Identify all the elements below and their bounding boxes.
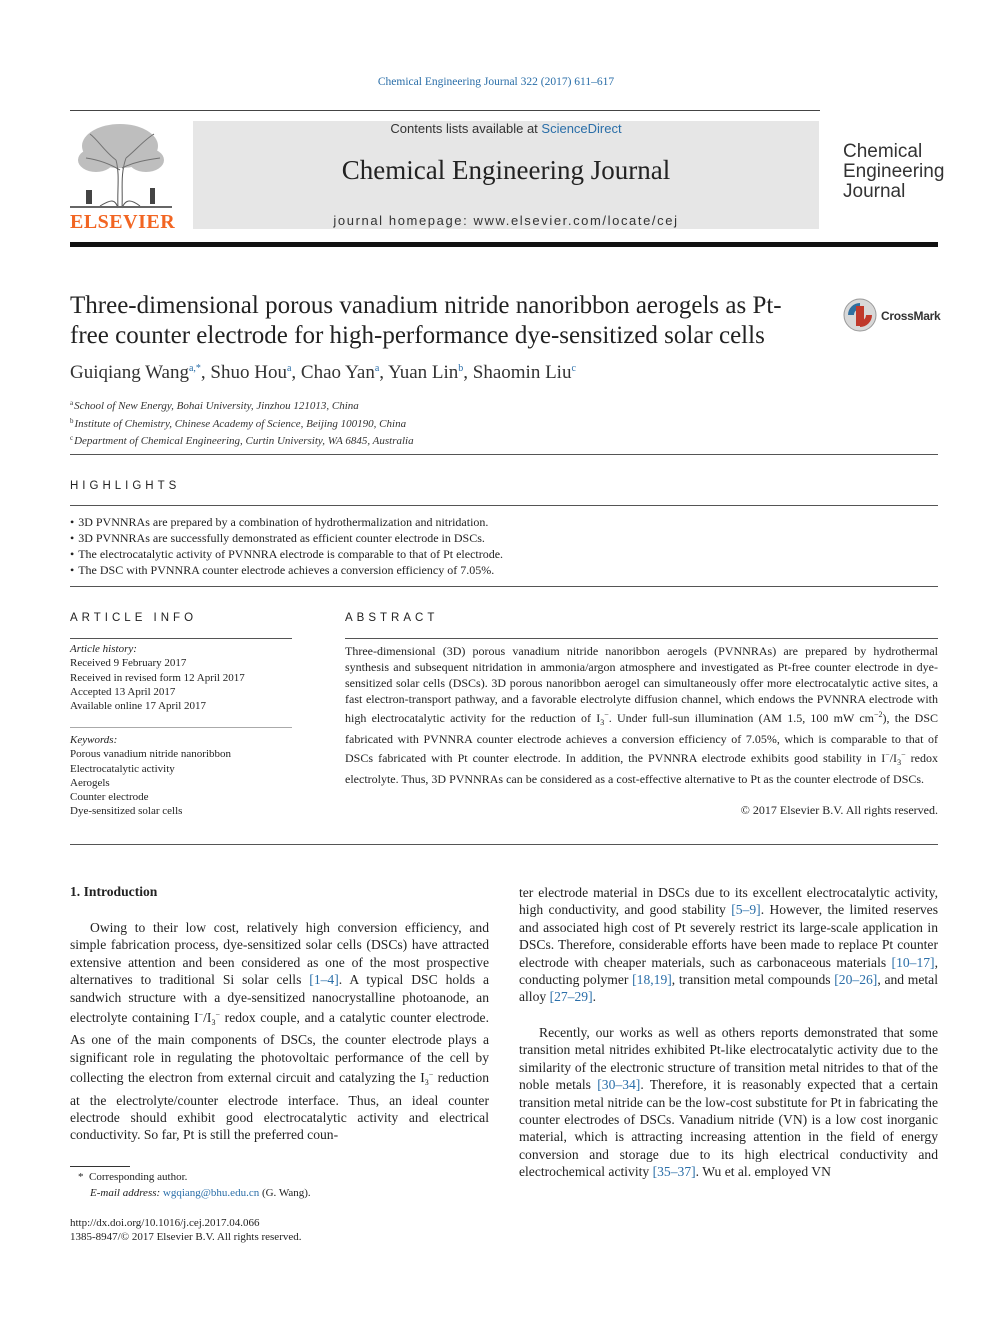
affiliations: aSchool of New Energy, Bohai University,…: [70, 399, 414, 447]
citation-link[interactable]: [35–37]: [652, 1164, 696, 1180]
crossmark-icon[interactable]: [843, 298, 879, 334]
article-history: Article history: Received 9 February 201…: [70, 643, 245, 713]
citation-link[interactable]: [1–4]: [309, 972, 339, 988]
sciencedirect-link[interactable]: ScienceDirect: [541, 121, 622, 136]
author-name[interactable]: Yuan Lin: [388, 362, 459, 383]
author-name[interactable]: Guiqiang Wang: [70, 362, 189, 383]
section-heading: 1. Introduction: [70, 884, 158, 899]
journal-banner: [193, 121, 819, 229]
divider: [70, 586, 938, 587]
divider: [345, 638, 938, 639]
footnote-corresponding: * Corresponding author.: [78, 1171, 188, 1183]
author-name[interactable]: Chao Yan: [300, 362, 375, 383]
divider: [70, 727, 292, 728]
list-item: 3D PVNNRAs are successfully demonstrated…: [70, 530, 503, 546]
footnote-rule: [70, 1166, 130, 1167]
intro-left-column: Owing to their low cost, relatively high…: [70, 920, 489, 1143]
author-name[interactable]: Shuo Hou: [210, 362, 287, 383]
email-link[interactable]: wgqiang@bhu.edu.cn: [162, 1187, 260, 1199]
contents-line: Contents lists available at ScienceDirec…: [390, 121, 622, 136]
journal-homepage[interactable]: journal homepage: www.elsevier.com/locat…: [333, 213, 679, 228]
list-item: The DSC with PVNNRA counter electrode ac…: [70, 562, 503, 578]
intro-right-column: ter electrode material in DSCs due to it…: [519, 885, 938, 1005]
doi-link[interactable]: http://dx.doi.org/10.1016/j.cej.2017.04.…: [70, 1217, 260, 1229]
crossmark-label[interactable]: CrossMark: [881, 309, 941, 323]
elsevier-tree-logo: [70, 120, 172, 210]
list-item: The electrocatalytic activity of PVNNRA …: [70, 546, 503, 562]
journal-title: Chemical Engineering Journal: [341, 155, 671, 185]
divider: [70, 638, 292, 639]
divider: [70, 454, 938, 455]
abstract-heading: ABSTRACT: [345, 612, 439, 624]
copyright: © 2017 Elsevier B.V. All rights reserved…: [740, 803, 938, 817]
abstract-text: Three-dimensional (3D) porous vanadium n…: [345, 644, 938, 786]
issn-line: 1385-8947/© 2017 Elsevier B.V. All right…: [70, 1231, 302, 1243]
highlights-heading: HIGHLIGHTS: [70, 480, 181, 492]
divider: [70, 844, 938, 845]
journal-cover-title: Chemical Engineering Journal: [843, 141, 945, 202]
article-title: Three-dimensional porous vanadium nitrid…: [70, 292, 782, 349]
header-rule: [70, 110, 820, 111]
elsevier-wordmark: ELSEVIER: [70, 211, 176, 233]
keywords: Keywords: Porous vanadium nitride nanori…: [70, 734, 232, 818]
list-item: 3D PVNNRAs are prepared by a combination…: [70, 514, 503, 530]
article-info-heading: ARTICLE INFO: [70, 612, 198, 624]
divider: [70, 505, 938, 506]
intro-right-paragraph-2: Recently, our works as well as others re…: [519, 1025, 938, 1180]
journal-citation[interactable]: Chemical Engineering Journal 322 (2017) …: [377, 76, 615, 88]
citation-link[interactable]: [30–34]: [597, 1077, 641, 1093]
citation-link[interactable]: [5–9]: [731, 902, 761, 918]
citation-link[interactable]: [10–17]: [891, 954, 935, 970]
highlights-list: 3D PVNNRAs are prepared by a combination…: [70, 514, 503, 578]
author-list: Guiqiang Wanga,*, Shuo Houa, Chao Yana, …: [70, 362, 576, 383]
citation-link[interactable]: [20–26]: [834, 972, 878, 988]
author-name[interactable]: Shaomin Liu: [472, 362, 572, 383]
citation-link[interactable]: [27–29]: [549, 989, 593, 1005]
citation-link[interactable]: [18,19]: [632, 972, 672, 988]
header-thick-rule: [70, 242, 938, 247]
footnote-email: E-mail address: wgqiang@bhu.edu.cn (G. W…: [90, 1187, 311, 1199]
